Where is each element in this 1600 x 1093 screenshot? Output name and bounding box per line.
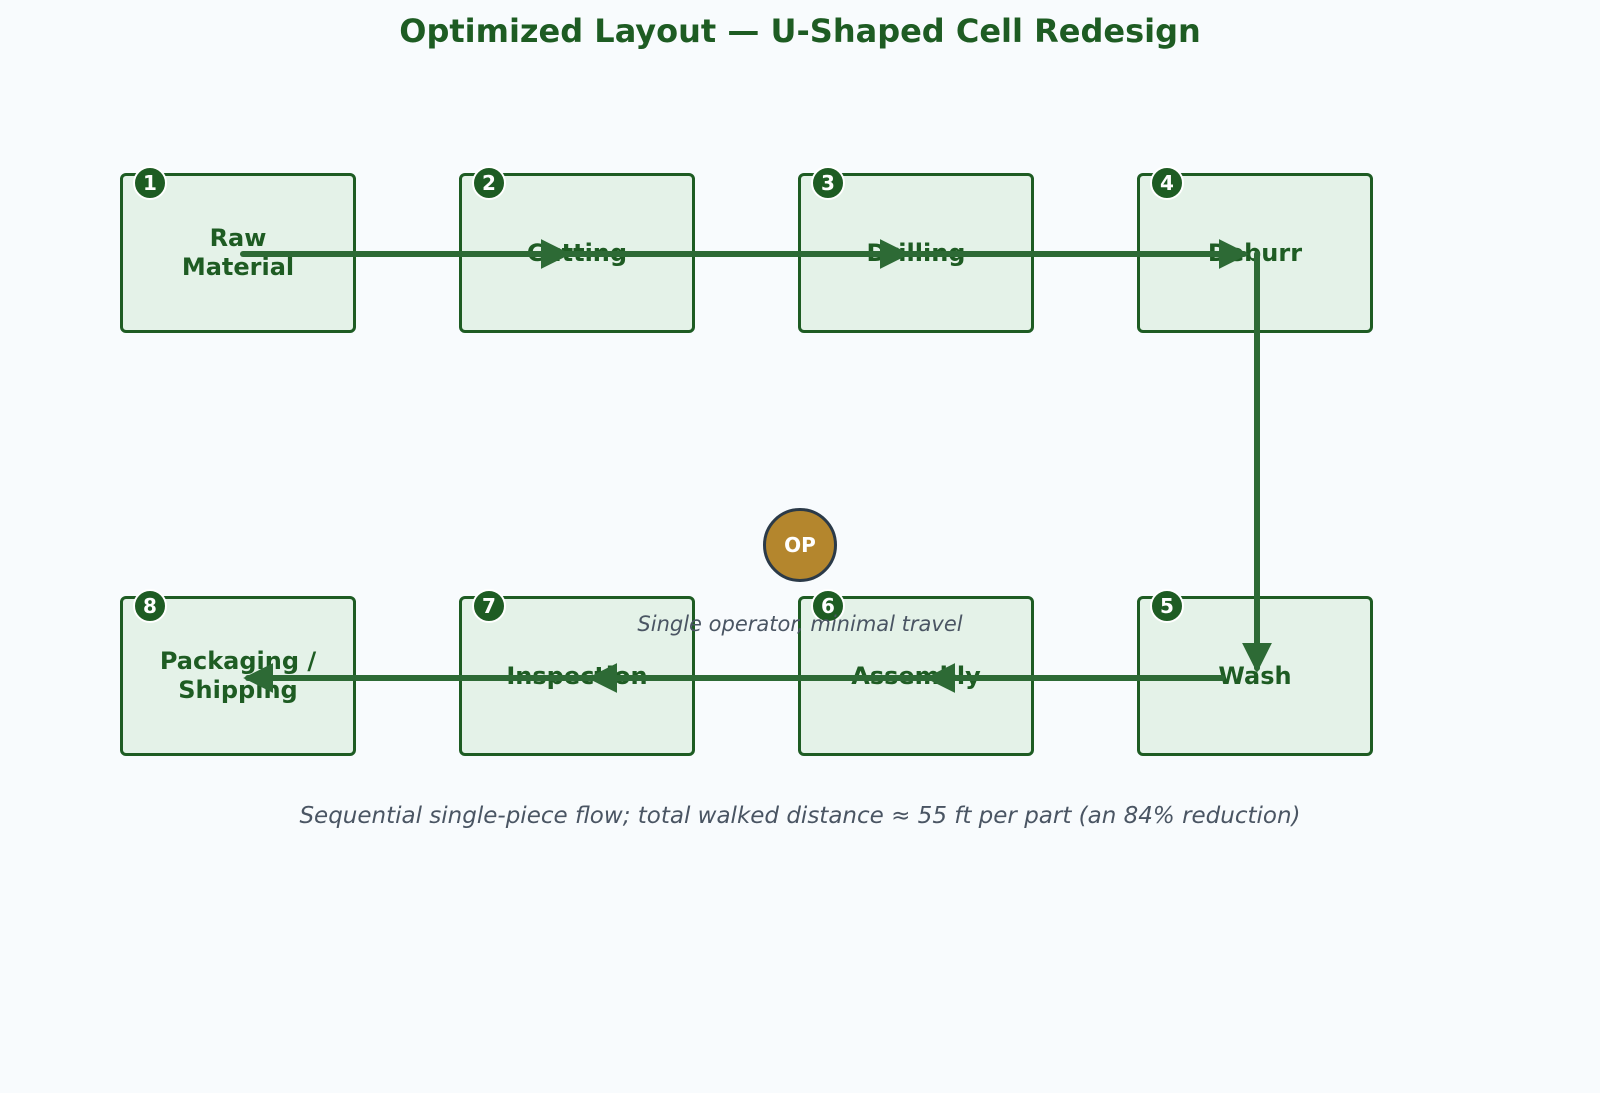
station-drilling: 3 Drilling (798, 166, 1034, 333)
operator-marker: OP (763, 508, 837, 582)
diagram-title: Optimized Layout — U-Shaped Cell Redesig… (399, 12, 1201, 50)
station-raw-material: 1 Raw Material (120, 166, 356, 333)
station-number-badge: 2 (472, 166, 506, 200)
station-number-badge: 8 (133, 589, 167, 623)
station-label: Cutting (526, 238, 628, 267)
station-number-badge: 5 (1150, 589, 1184, 623)
station-number-badge: 4 (1150, 166, 1184, 200)
station-label: Raw Material (181, 224, 295, 281)
station-cutting: 2 Cutting (459, 166, 695, 333)
station-label: Drilling (866, 238, 966, 267)
station-label: Packaging / Shipping (159, 647, 317, 704)
station-label: Assembly (851, 661, 981, 690)
operator-note: Single operator, minimal travel (637, 612, 963, 636)
station-number-badge: 7 (472, 589, 506, 623)
station-packaging-shipping: 8 Packaging / Shipping (120, 589, 356, 756)
diagram-caption: Sequential single-piece flow; total walk… (299, 803, 1301, 829)
station-label: Deburr (1207, 238, 1303, 267)
station-number-badge: 3 (811, 166, 845, 200)
station-label: Inspection (506, 661, 648, 690)
station-deburr: 4 Deburr (1137, 166, 1373, 333)
station-number-badge: 6 (811, 589, 845, 623)
station-number-badge: 1 (133, 166, 167, 200)
station-label: Wash (1218, 661, 1292, 690)
